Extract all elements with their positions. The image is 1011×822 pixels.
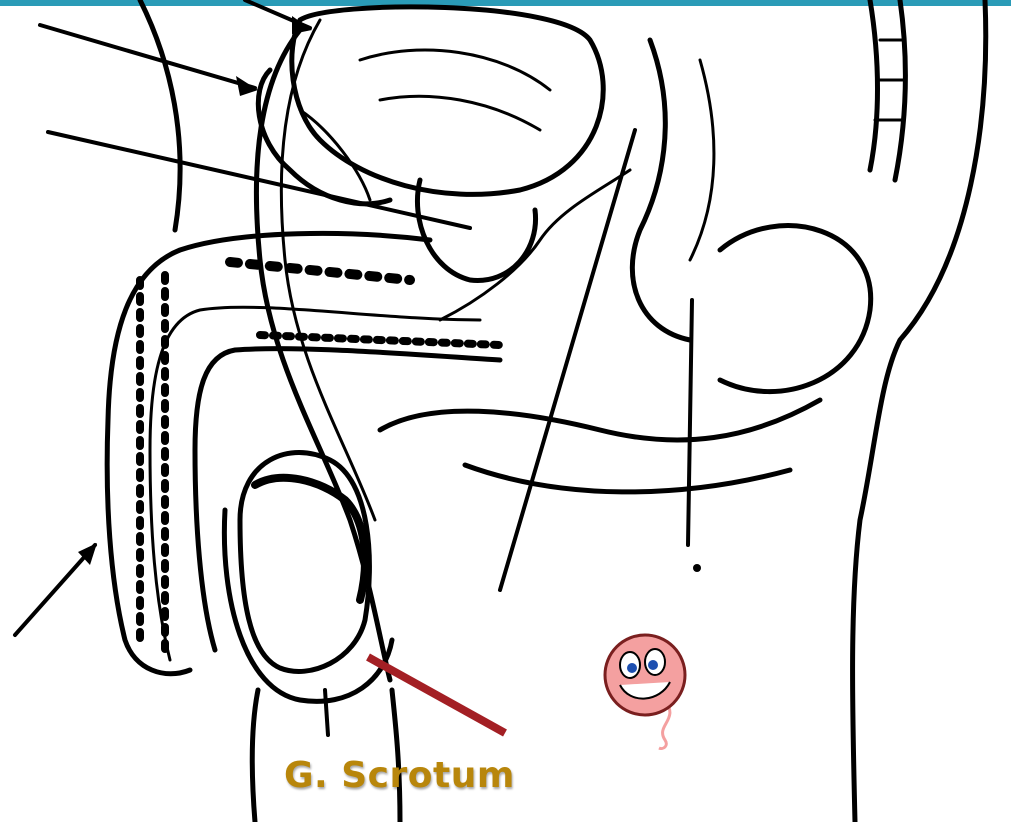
leader-line-1 bbox=[40, 25, 255, 88]
leg-inner bbox=[380, 400, 820, 440]
body-outline-left bbox=[140, 0, 180, 230]
buttock-curve bbox=[720, 226, 871, 392]
sperm-cartoon-icon bbox=[595, 630, 705, 750]
rectum bbox=[632, 40, 690, 340]
scrotum-label: G. Scrotum bbox=[284, 755, 515, 796]
leg-back-line bbox=[252, 690, 258, 822]
bladder bbox=[292, 7, 603, 195]
leader-line-6 bbox=[688, 300, 692, 545]
spine bbox=[870, 0, 905, 180]
scrotum-pointer-line bbox=[368, 657, 505, 733]
leader-line-5 bbox=[500, 130, 635, 590]
epididymis bbox=[255, 478, 365, 600]
leader-line-7 bbox=[325, 690, 328, 735]
thigh-line bbox=[465, 465, 790, 492]
leader-line-4 bbox=[15, 545, 95, 635]
body-outline-right bbox=[853, 0, 986, 822]
